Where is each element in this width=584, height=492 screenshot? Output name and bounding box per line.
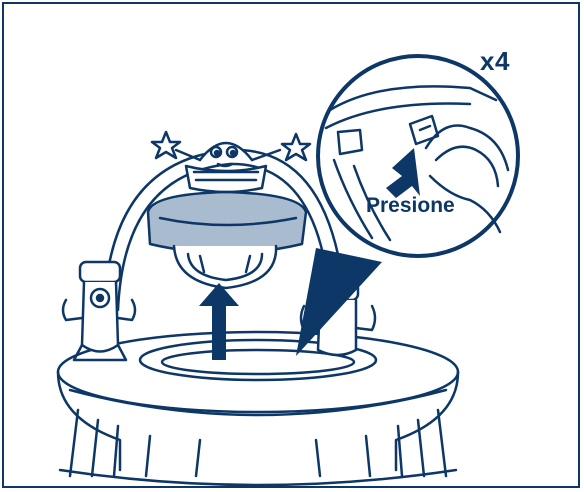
star-icon xyxy=(280,132,312,162)
callout-pointer xyxy=(296,248,382,356)
press-arrow-icon xyxy=(386,148,420,198)
up-arrow-icon xyxy=(199,283,239,360)
action-label: Presione xyxy=(366,194,455,217)
quantity-label: x4 xyxy=(480,46,510,76)
seat xyxy=(146,190,308,290)
activity-table xyxy=(56,330,460,487)
hanging-toy xyxy=(174,141,282,194)
left-toy-post xyxy=(61,260,137,362)
zoom-callout xyxy=(316,54,520,258)
star-icon xyxy=(150,130,182,160)
